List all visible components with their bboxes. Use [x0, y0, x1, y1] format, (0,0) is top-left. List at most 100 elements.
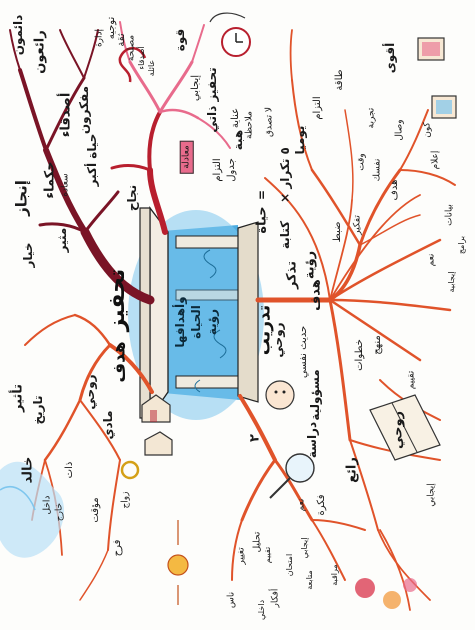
label-thinkers: مفكرون	[77, 85, 91, 135]
label-commitment: التزام	[212, 158, 223, 182]
label-care2: ملاحظة	[244, 111, 255, 139]
label-vision: رؤية	[302, 250, 318, 280]
fruit-icon	[355, 578, 417, 609]
label-vision-num: ٢	[247, 434, 263, 442]
label-self-discipline: تحفيز ذاتي	[205, 67, 219, 133]
question-mark-icon	[118, 47, 147, 83]
label-energy: طاقة	[334, 69, 345, 91]
label-future: فرح	[112, 539, 123, 557]
label-stronger: أقوى	[383, 42, 397, 74]
label-feedback: تقييم	[406, 370, 417, 390]
ring-icon	[120, 460, 140, 480]
label-fun: وصال	[394, 119, 405, 141]
label-no-belief: لا تصدق	[264, 106, 275, 138]
label-people: ناس	[226, 591, 237, 609]
label-analyze: تحليل	[252, 531, 263, 553]
label-positive2: إيجابي	[426, 483, 437, 507]
core-title-line2: الحياة	[189, 305, 203, 339]
label-bigger-life: حياة أكبر	[85, 133, 99, 187]
label-answer: نعم	[296, 498, 307, 512]
house-icon	[141, 394, 173, 456]
label-time: وقت	[356, 153, 367, 171]
label-spirit2: روحي	[83, 374, 97, 410]
label-care: عناية	[230, 107, 241, 129]
clock-icon	[221, 27, 251, 57]
branch-goal-left	[24, 313, 154, 601]
label-positivity: إيجابية	[447, 271, 456, 293]
label-idea: فكرة	[316, 494, 327, 516]
label-positive3: إيجابي	[300, 537, 309, 559]
label-outside: خارج	[54, 502, 65, 522]
branch-motivation	[9, 29, 155, 305]
label-family: عائلة	[147, 59, 156, 77]
label-success: نجاح	[125, 184, 139, 212]
label-exciting: مثير	[55, 227, 69, 253]
label-equals: =	[255, 189, 269, 201]
label-programs: برامج	[457, 235, 466, 255]
label-output: نعم	[426, 253, 437, 267]
label-trust: ثقة	[116, 33, 127, 47]
central-temple-image	[128, 206, 264, 421]
label-inside2: داخل	[42, 495, 53, 515]
label-data: بيانات	[444, 204, 455, 226]
branch-label-spirit: روحي	[271, 322, 285, 358]
label-flow: متابعة	[305, 570, 314, 590]
core-title-line3: وأهدافها	[173, 296, 187, 348]
sun-icon	[167, 520, 189, 605]
label-peace: سعادة	[60, 173, 71, 197]
branch-training	[255, 29, 456, 362]
label-temporary: مؤقت	[90, 497, 101, 523]
face-icon	[265, 380, 295, 410]
label-responsibility: مسؤولية	[308, 369, 322, 421]
label-steps: خطوات	[354, 339, 365, 371]
label-history: تاريخ	[31, 395, 45, 425]
label-interest: مصلحة	[126, 34, 137, 62]
hand-icon	[209, 12, 246, 23]
label-remember: تذكر	[284, 260, 300, 290]
label-ideas: أفكار	[270, 588, 281, 608]
label-wonderful: رائع	[344, 457, 360, 483]
label-life: حياة	[254, 206, 270, 234]
label-gift: هبة	[231, 129, 245, 151]
label-self: ذات	[64, 461, 75, 479]
label-equation-box: معادلة	[179, 140, 194, 174]
core-title-line1: رؤية	[205, 308, 219, 336]
label-immortal: خالد	[20, 456, 36, 484]
label-universe: كون	[422, 122, 433, 138]
label-study: دراسة	[305, 421, 319, 459]
branch-label-motivation: تحفيز	[105, 268, 130, 332]
branch-spirit	[231, 298, 441, 611]
label-knowledge: إعلام	[430, 150, 441, 170]
label-bright: هدف	[389, 179, 400, 201]
label-power: قوة	[173, 28, 187, 52]
label-management: إدارة	[94, 28, 105, 48]
label-commitment2: التزام	[312, 96, 323, 120]
label-effect: تأثير	[10, 383, 26, 413]
tv-icon	[417, 37, 457, 119]
label-exam: امتحان	[285, 553, 294, 577]
label-times: × ٥ تكرار	[278, 147, 292, 203]
book-icon	[369, 394, 441, 461]
label-plans: منهج	[372, 335, 383, 355]
label-rewards: رائعون	[32, 30, 48, 74]
branch-top-crimson	[110, 21, 231, 235]
label-friends-small: أصدقاء	[137, 46, 146, 70]
label-wise: حكماء	[42, 161, 58, 199]
magnifier-icon	[269, 453, 315, 499]
label-yourself: نفسك	[372, 158, 383, 182]
label-always: دائمون	[11, 14, 25, 56]
label-writing: كتابة	[278, 220, 292, 250]
label-peak: إنجاز	[12, 180, 31, 216]
label-chemistry: تقييم	[263, 546, 272, 564]
label-positive: إيجابي	[190, 74, 201, 102]
label-harmony: ضبط	[332, 221, 343, 243]
sky-cloud	[0, 461, 65, 558]
label-choice: خيار	[21, 242, 35, 268]
label-material: مادي	[101, 410, 115, 440]
label-goal-main: هدف	[308, 279, 324, 311]
label-daily: جدول	[226, 158, 237, 182]
branch-label-goal: هدف	[109, 341, 130, 383]
label-daily2: يوميا	[293, 125, 307, 155]
